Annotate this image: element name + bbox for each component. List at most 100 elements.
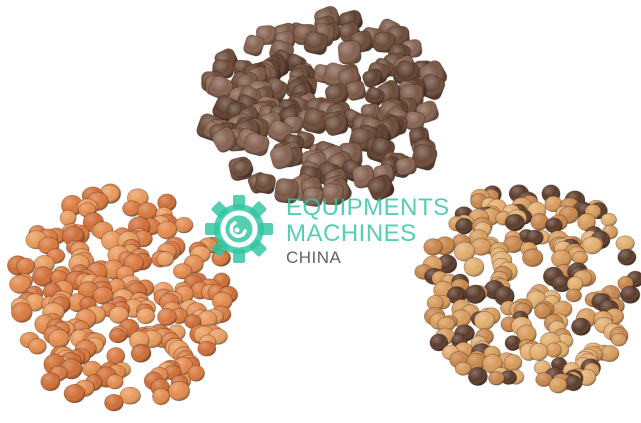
kibble-shading [157, 308, 177, 326]
kibble-shading [601, 213, 617, 227]
dark-brown-kibble-pile [196, 5, 448, 207]
kibble-shading [302, 108, 329, 134]
kibble-shading [152, 388, 170, 405]
kibble-shading [545, 217, 563, 233]
kibble-shading [322, 183, 344, 205]
kibble-shading [545, 342, 562, 358]
kibble-shading [526, 230, 544, 246]
kibble-shading [551, 249, 572, 268]
kibble-shading [427, 295, 444, 311]
kibble-shading [411, 144, 438, 171]
kibble-shading [168, 381, 190, 401]
kibble-shading [465, 285, 486, 304]
kibble-shading [101, 230, 123, 251]
kibble-shading [549, 377, 567, 394]
kibble-shading [40, 372, 61, 391]
kibble-shading [600, 345, 619, 362]
kibble-shading [365, 86, 385, 106]
kibble-shading [109, 306, 129, 324]
kibble-shading [488, 371, 505, 386]
kibble-shading [468, 367, 488, 386]
kibble-shading [184, 314, 202, 329]
kibble-shading [16, 258, 35, 275]
kibble-shading [104, 394, 124, 412]
kibble-shading [455, 218, 473, 235]
kibble-shading [157, 220, 177, 240]
kibble-shading [464, 257, 484, 277]
kibble-shading [302, 187, 324, 207]
kibble-shading [156, 251, 174, 267]
kibble-shading [529, 343, 548, 361]
kibble-shading [122, 200, 141, 217]
kibble-shading [212, 292, 233, 311]
kibble-shading [544, 196, 562, 212]
kibble-shading [503, 235, 524, 253]
kibble-shading [566, 288, 582, 302]
watermark-line-china: CHINA [286, 248, 342, 267]
kibble-shading [615, 235, 635, 252]
watermark-line-machines: MACHINES [286, 220, 417, 247]
kibble-shading [447, 287, 464, 304]
kibble-shading [174, 217, 194, 234]
kibble-shading [534, 303, 552, 320]
kibble-shading [617, 249, 637, 266]
kibble-shading [197, 310, 217, 329]
kibble-shading [474, 311, 495, 330]
kibble-shading [470, 238, 492, 256]
watermark: EQUIPMENTS MACHINES CHINA [204, 192, 474, 272]
mixed-kibble-pile [414, 184, 641, 394]
kibble-shading [534, 360, 551, 376]
kibble-shading [404, 111, 425, 131]
kibble-shading [611, 333, 627, 347]
kibble-shading [109, 328, 127, 343]
kibble-shading [243, 132, 270, 156]
kibble-shading [92, 286, 114, 305]
kibble-shading [274, 178, 299, 204]
kibble-shading [500, 370, 517, 385]
kibble-shading [255, 173, 276, 194]
kibble-shading [396, 157, 417, 176]
kibble-shading [567, 276, 584, 292]
kibble-shading [9, 275, 32, 294]
kibble-shading [106, 347, 125, 365]
kibble-shading [346, 80, 366, 101]
kibble-shading [212, 127, 238, 153]
kibble-shading [106, 374, 124, 390]
kibble-shading [362, 68, 383, 88]
kibble-shading [522, 248, 543, 267]
kibble-shading [270, 145, 295, 170]
kibble-shading [530, 213, 549, 230]
kibble-shading [505, 335, 521, 351]
kibble-shading [516, 324, 537, 344]
kibble-shading [157, 194, 177, 212]
kibble-shading [325, 83, 349, 105]
kibble-shading [137, 202, 158, 220]
kibble-shading [233, 158, 254, 178]
kibble-shading [60, 210, 77, 226]
kibble-shading [119, 387, 141, 405]
kibble-shading [64, 384, 85, 403]
kibble-shading [32, 266, 54, 287]
kibble-shading [620, 285, 640, 304]
kibble-shading [571, 318, 591, 336]
orange-kibble-pile [7, 183, 239, 412]
kibble-shading [373, 32, 395, 53]
kibble-shading [577, 213, 596, 231]
kibble-shading [564, 375, 583, 391]
kibble-shading [552, 300, 573, 318]
kibble-shading [208, 76, 233, 100]
kibble-shading [577, 369, 596, 386]
kibble-shading [455, 362, 472, 376]
kibble-shading [136, 308, 155, 324]
kibble-shading [423, 238, 443, 256]
kibble-shading [535, 372, 553, 387]
kibble-shading [582, 236, 603, 254]
kibble-shading [454, 241, 475, 262]
kibble-shading [48, 329, 70, 349]
kibble-shading [28, 338, 47, 355]
kibble-shading [367, 174, 395, 201]
kibble-shading [338, 40, 362, 65]
kibble-shading [11, 302, 33, 323]
kibble-shading [243, 34, 265, 56]
